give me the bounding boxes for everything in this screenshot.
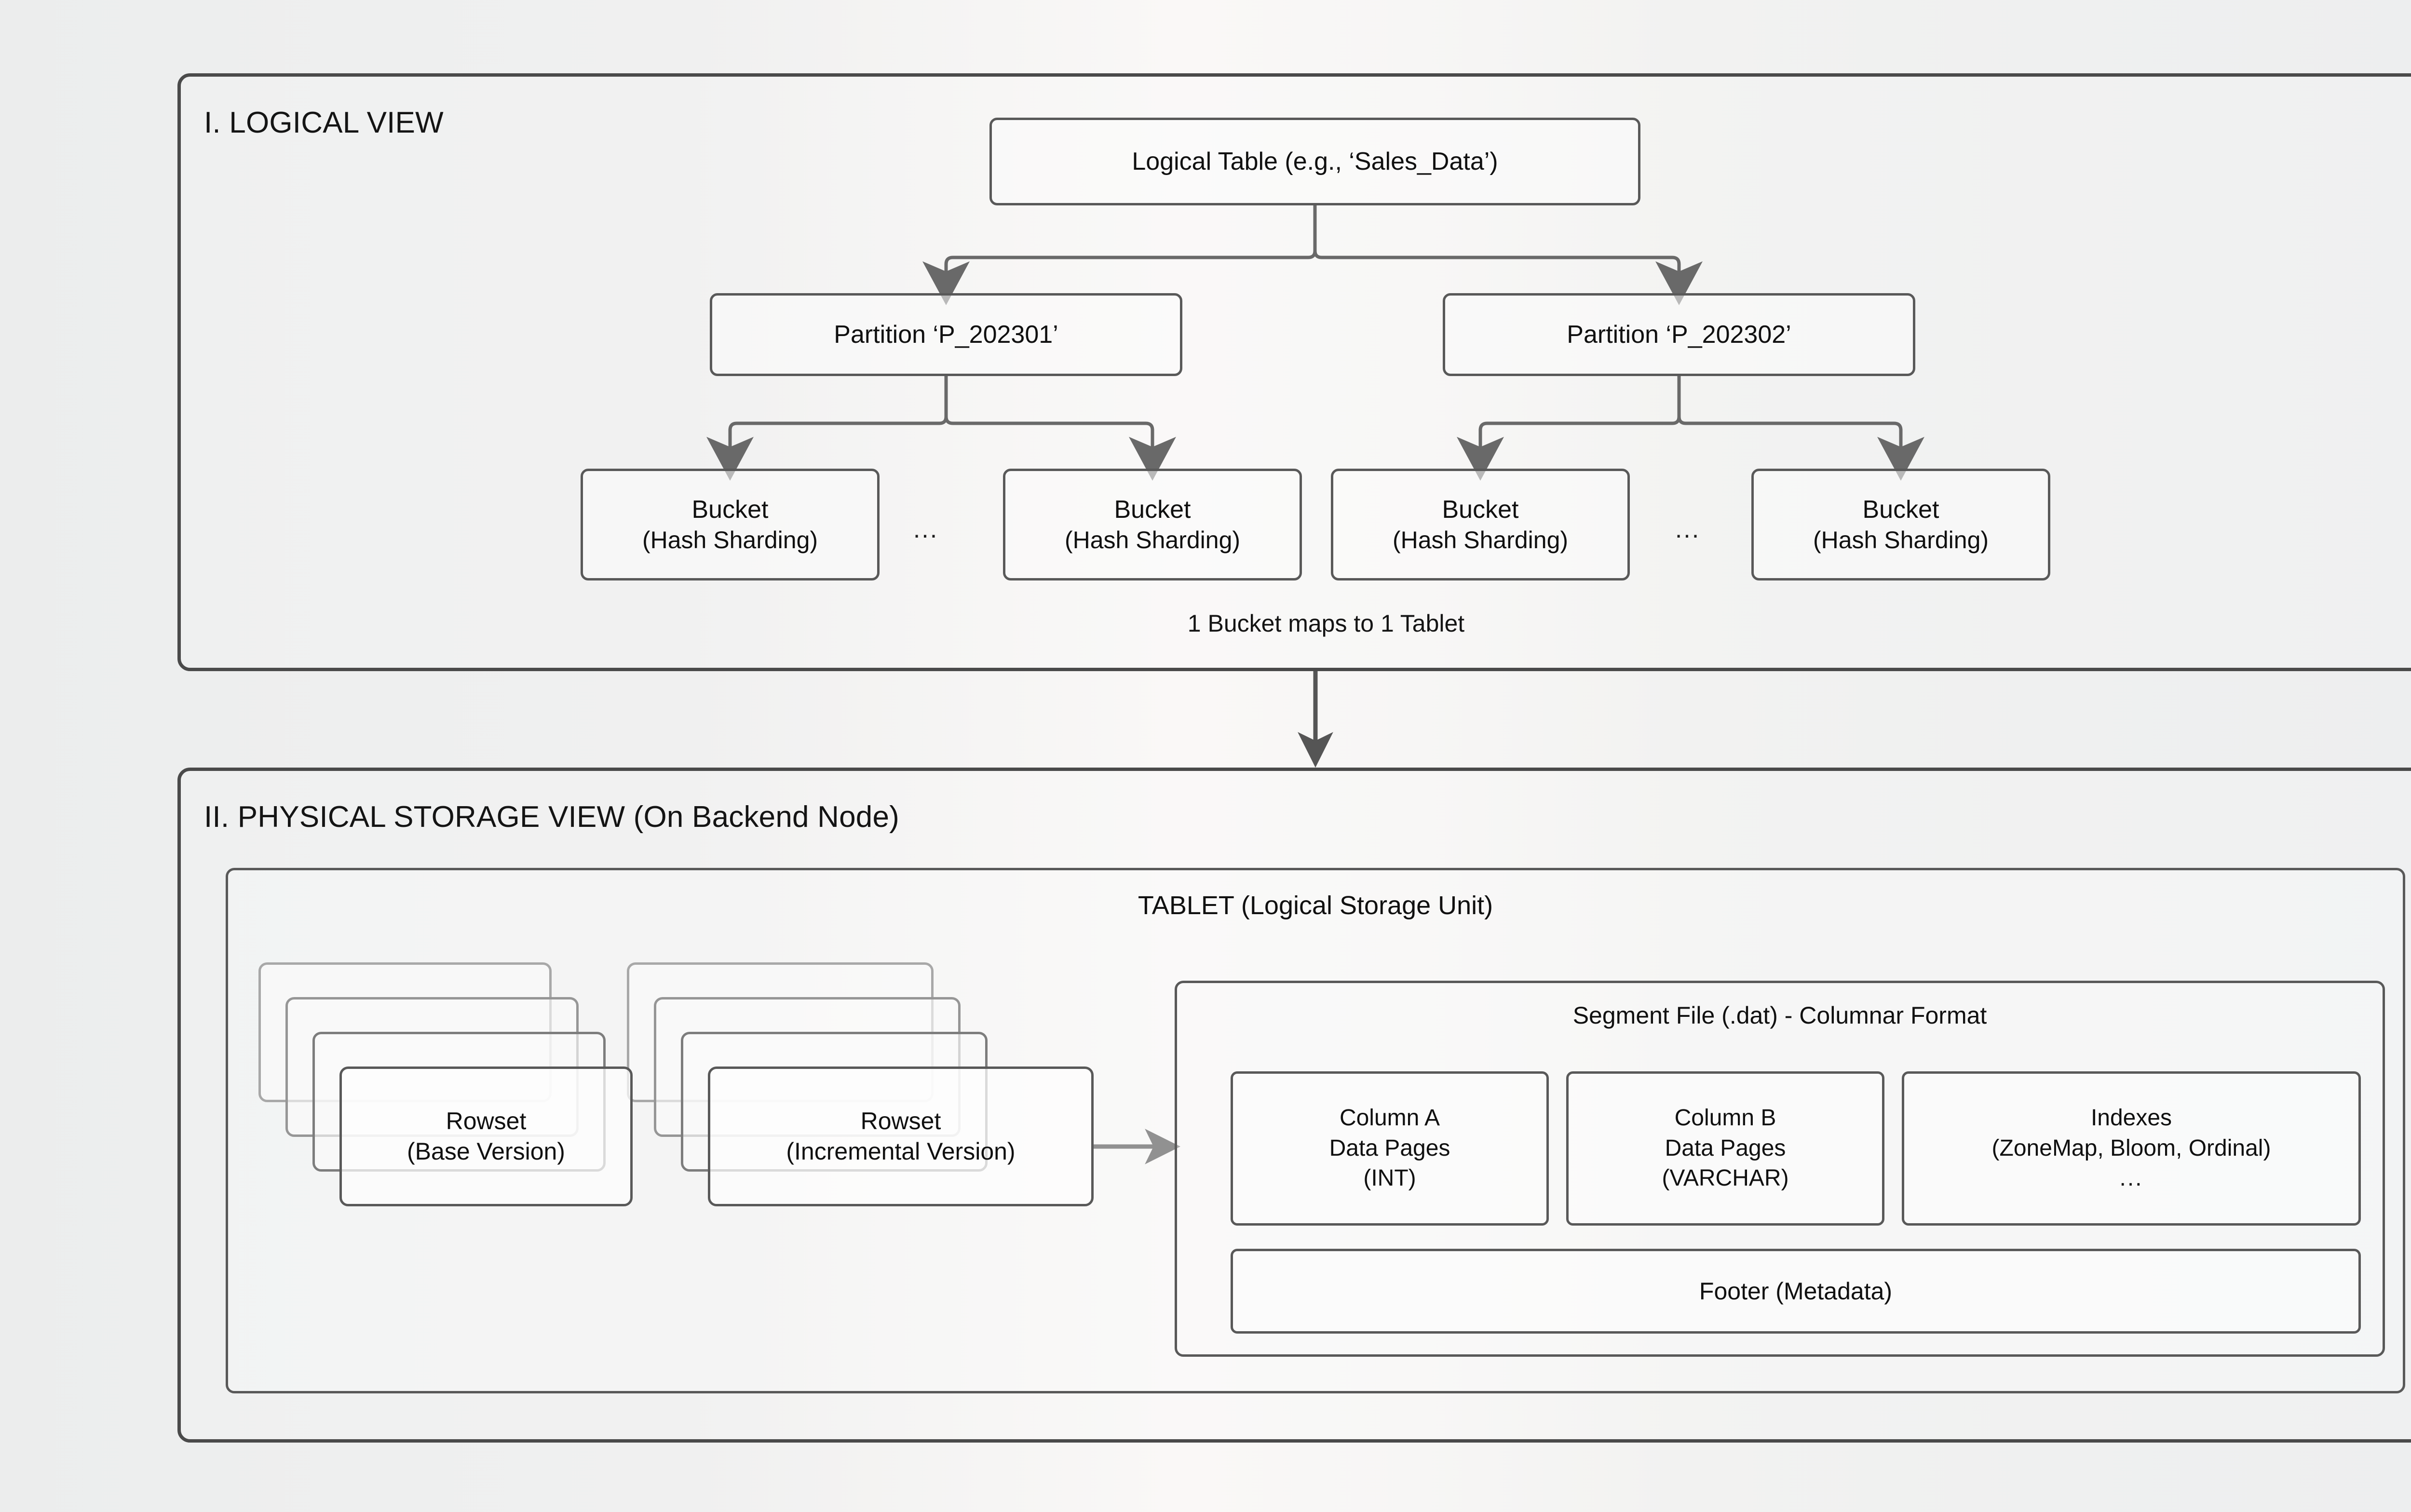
segment-column-a[interactable]: Column A Data Pages (INT) [1231, 1071, 1549, 1226]
segment-column-b-line3: (VARCHAR) [1662, 1165, 1789, 1191]
node-partition-p202301[interactable]: Partition ‘P_202301’ [710, 293, 1182, 376]
rowset-base-line2: (Base Version) [407, 1138, 565, 1165]
segment-indexes-line1: Indexes [2090, 1105, 2172, 1131]
rowset-incremental-card-front[interactable]: Rowset (Incremental Version) [708, 1066, 1094, 1206]
bucket-ellipsis-right: ... [1675, 515, 1701, 543]
node-bucket-3-line2: (Hash Sharding) [1392, 526, 1569, 554]
section-logical-title: I. LOGICAL VIEW [204, 106, 444, 139]
container-segment-file-label: Segment File (.dat) - Columnar Format [1572, 1002, 1987, 1029]
rowset-incremental-line1: Rowset [860, 1107, 941, 1134]
segment-column-a-line3: (INT) [1363, 1165, 1416, 1191]
node-bucket-3-line1: Bucket [1442, 495, 1519, 524]
segment-column-a-line2: Data Pages [1329, 1135, 1450, 1161]
node-bucket-4[interactable]: Bucket (Hash Sharding) [1751, 469, 2050, 580]
segment-column-b-line2: Data Pages [1665, 1135, 1786, 1161]
node-logical-table[interactable]: Logical Table (e.g., ‘Sales_Data’) [989, 118, 1640, 205]
segment-indexes-line2: (ZoneMap, Bloom, Ordinal) [1991, 1135, 2271, 1161]
rowset-incremental-line2: (Incremental Version) [786, 1138, 1016, 1165]
node-bucket-1-line2: (Hash Sharding) [642, 526, 818, 554]
node-partition-p202302[interactable]: Partition ‘P_202302’ [1443, 293, 1915, 376]
node-bucket-2[interactable]: Bucket (Hash Sharding) [1003, 469, 1302, 580]
node-bucket-2-line2: (Hash Sharding) [1064, 526, 1241, 554]
segment-indexes[interactable]: Indexes (ZoneMap, Bloom, Ordinal) ... [1902, 1071, 2361, 1226]
section-physical-title: II. PHYSICAL STORAGE VIEW (On Backend No… [204, 800, 899, 834]
segment-column-a-line1: Column A [1339, 1105, 1440, 1131]
node-partition-p202302-label: Partition ‘P_202302’ [1567, 320, 1791, 349]
bucket-ellipsis-left: ... [913, 515, 939, 543]
segment-column-b-line1: Column B [1674, 1105, 1776, 1131]
node-partition-p202301-label: Partition ‘P_202301’ [834, 320, 1058, 349]
node-bucket-4-line2: (Hash Sharding) [1813, 526, 1989, 554]
rowset-base-line1: Rowset [446, 1107, 527, 1134]
node-logical-table-label: Logical Table (e.g., ‘Sales_Data’) [1132, 147, 1498, 176]
rowset-base-card-front[interactable]: Rowset (Base Version) [339, 1066, 633, 1206]
segment-column-b[interactable]: Column B Data Pages (VARCHAR) [1566, 1071, 1884, 1226]
node-bucket-4-line1: Bucket [1862, 495, 1939, 524]
segment-indexes-line3: ... [2119, 1165, 2143, 1191]
segment-footer-metadata-label: Footer (Metadata) [1699, 1278, 1893, 1305]
node-bucket-3[interactable]: Bucket (Hash Sharding) [1331, 469, 1630, 580]
container-tablet-label: TABLET (Logical Storage Unit) [1138, 891, 1493, 920]
node-bucket-2-line1: Bucket [1114, 495, 1191, 524]
caption-bucket-maps-to-tablet: 1 Bucket maps to 1 Tablet [1187, 610, 1465, 637]
segment-footer-metadata[interactable]: Footer (Metadata) [1231, 1249, 2361, 1334]
node-bucket-1[interactable]: Bucket (Hash Sharding) [581, 469, 880, 580]
node-bucket-1-line1: Bucket [691, 495, 769, 524]
